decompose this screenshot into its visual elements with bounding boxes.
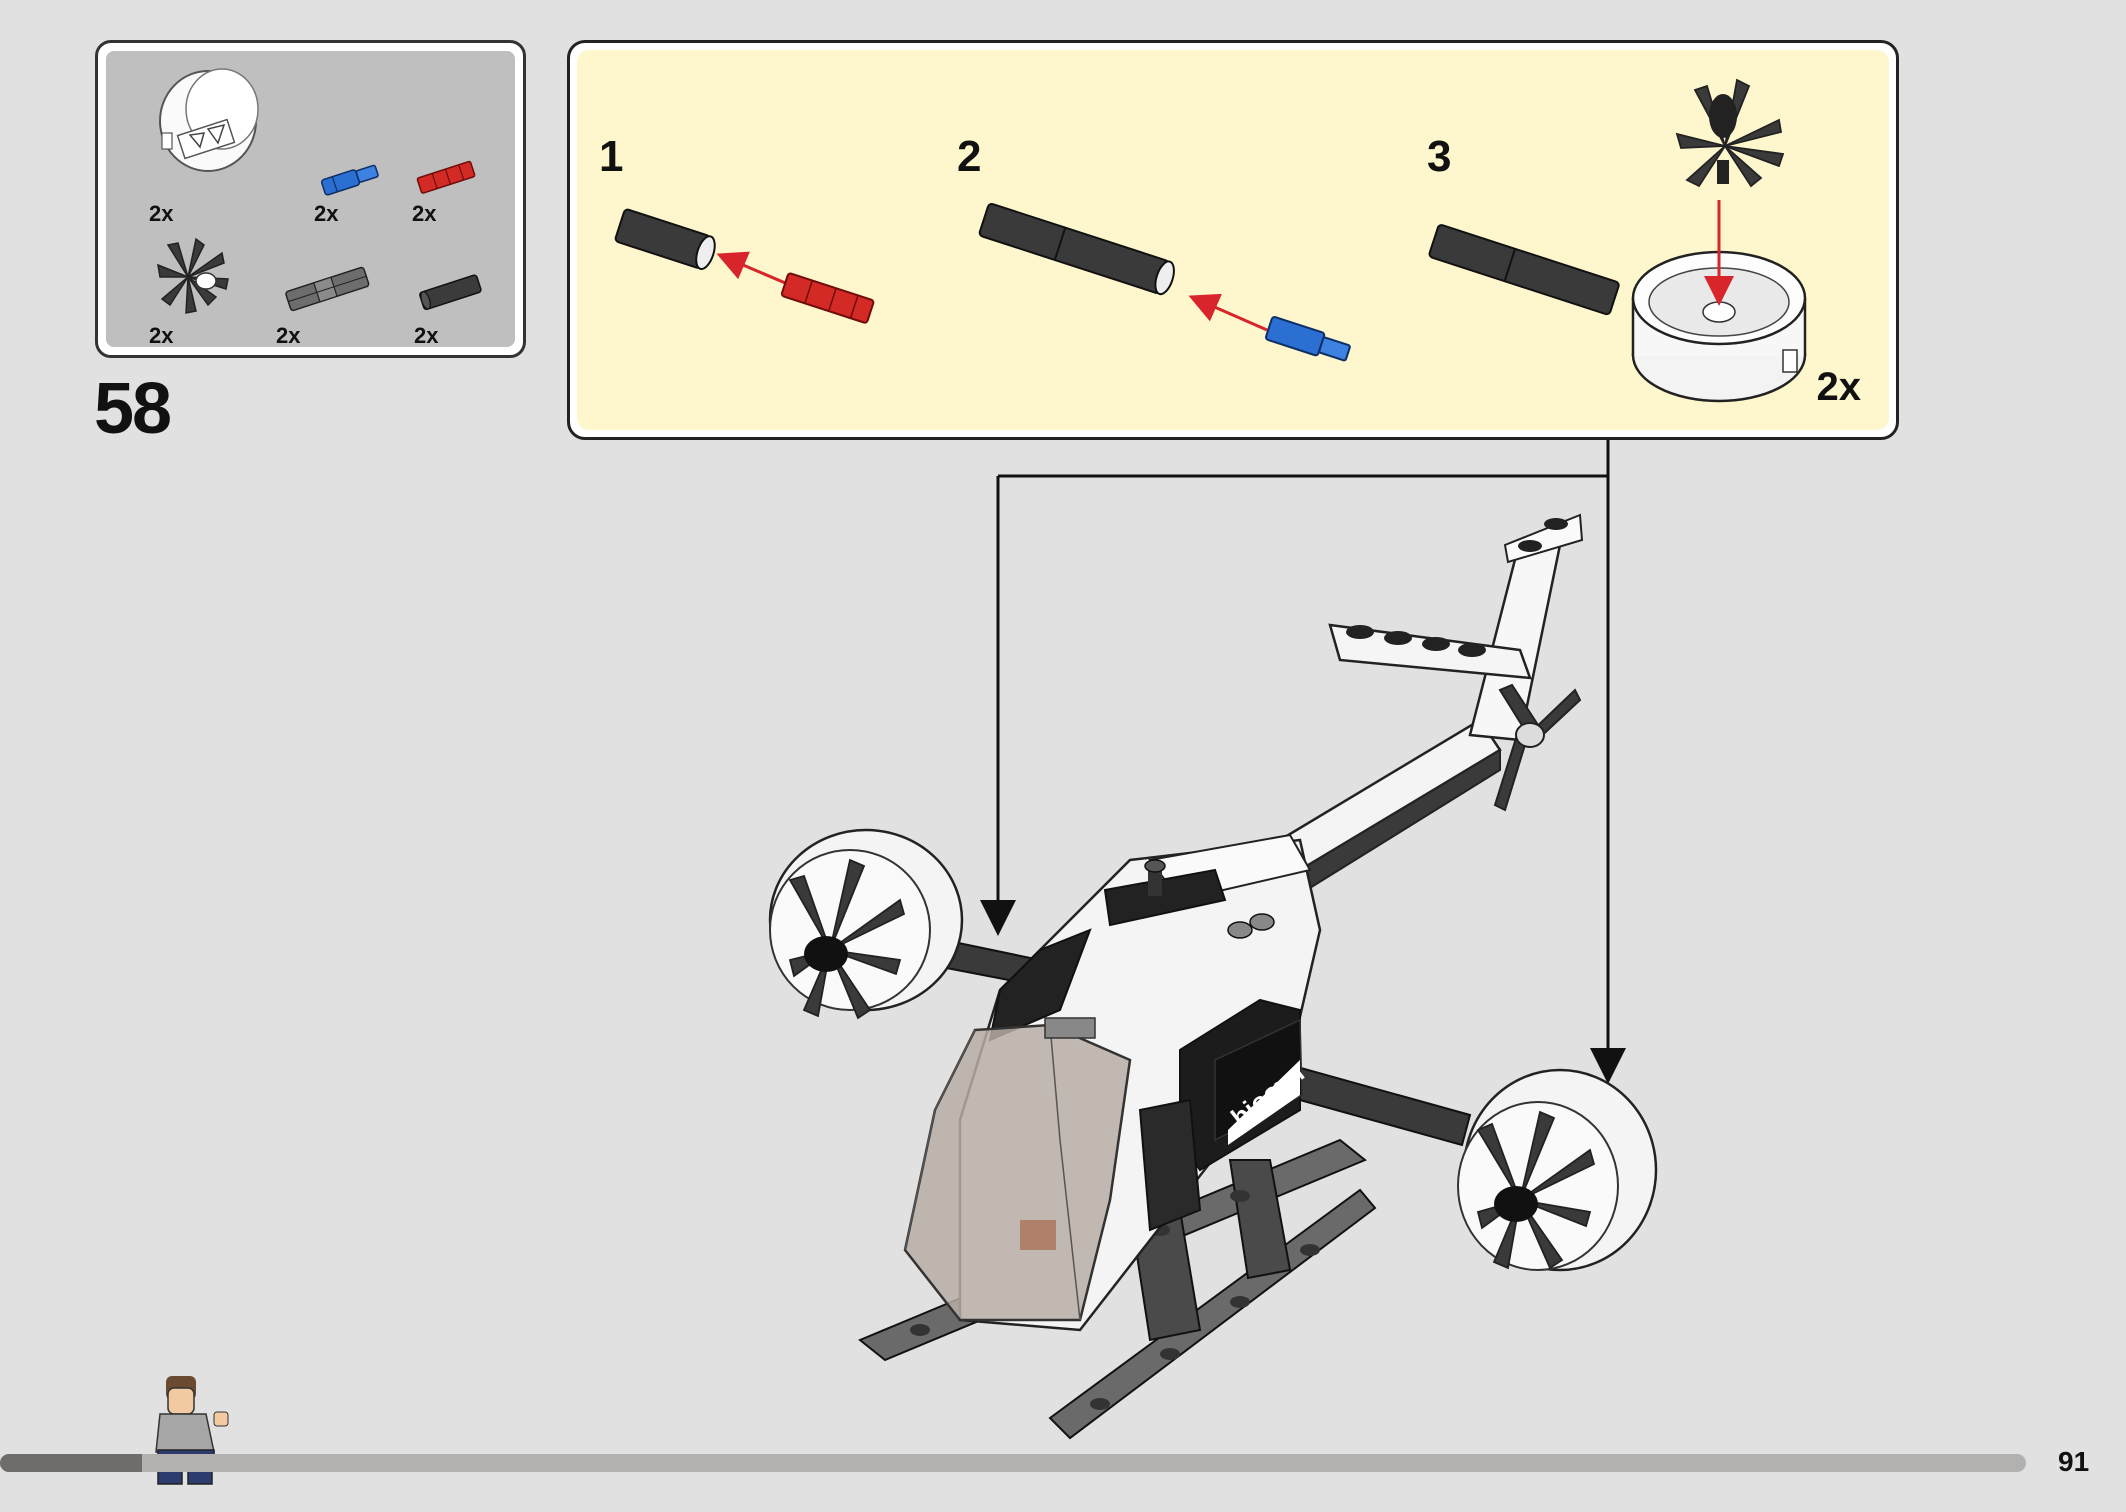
fuselage [958, 833, 1322, 1332]
page-progress-bar [0, 1454, 2026, 1472]
biosyn-text: biosyn [1225, 1057, 1310, 1132]
cylinder-shell-icon [146, 63, 266, 183]
right-rotor-arm [1280, 1063, 1472, 1147]
cockpit-canopy [903, 1017, 1132, 1322]
page-progress-fill [0, 1454, 142, 1472]
sub-step-3: 3 [1427, 132, 1452, 181]
dark-gray-connector-icon [282, 263, 372, 313]
part-qty: 2x [414, 323, 439, 348]
left-fan [768, 828, 964, 1020]
step2-blue-pin [1265, 316, 1351, 362]
red-axle-pin-icon [412, 159, 482, 195]
step3-propeller [1675, 78, 1785, 188]
right-fan [1457, 1068, 1658, 1272]
sub-assembly-inner: 1 2 3 [577, 50, 1889, 430]
sub-assembly-multiplier: 2x [1816, 365, 1862, 409]
parts-list-inner: 2x 2x 2x [106, 51, 515, 348]
sub-step-2: 2 [957, 132, 982, 181]
tail-boom [1178, 718, 1502, 952]
part-qty: 2x [412, 201, 437, 226]
part-qty: 2x [149, 201, 174, 226]
part-qty: 2x [276, 323, 301, 348]
part-qty: 2x [149, 323, 174, 348]
left-rotor-arm [913, 933, 1042, 987]
part-qty: 2x [314, 201, 339, 226]
tail-fin [1468, 513, 1584, 742]
biosyn-sticker: biosyn [1214, 1018, 1310, 1145]
callout-arrows [980, 440, 1626, 1084]
step1-black-tube [614, 208, 716, 270]
step2-black-tube [978, 202, 1175, 296]
tail-rotor [1493, 683, 1582, 812]
page-number: 91 [2058, 1446, 2090, 1477]
parts-list-panel: 2x 2x 2x [95, 40, 526, 358]
sub-step-1: 1 [599, 132, 624, 181]
landing-skids [858, 1138, 1377, 1440]
horizontal-stabilizer [1328, 623, 1532, 680]
sub-assembly-panel: 1 2 3 [567, 40, 1899, 440]
blue-pin-icon [316, 161, 386, 197]
step3-black-tube [1428, 224, 1620, 316]
propeller-icon [148, 237, 234, 317]
sub-assembly-illustration [614, 78, 1807, 403]
step1-red-pin [780, 272, 875, 324]
black-tube-icon [416, 271, 486, 311]
step-number: 58 [94, 369, 172, 449]
